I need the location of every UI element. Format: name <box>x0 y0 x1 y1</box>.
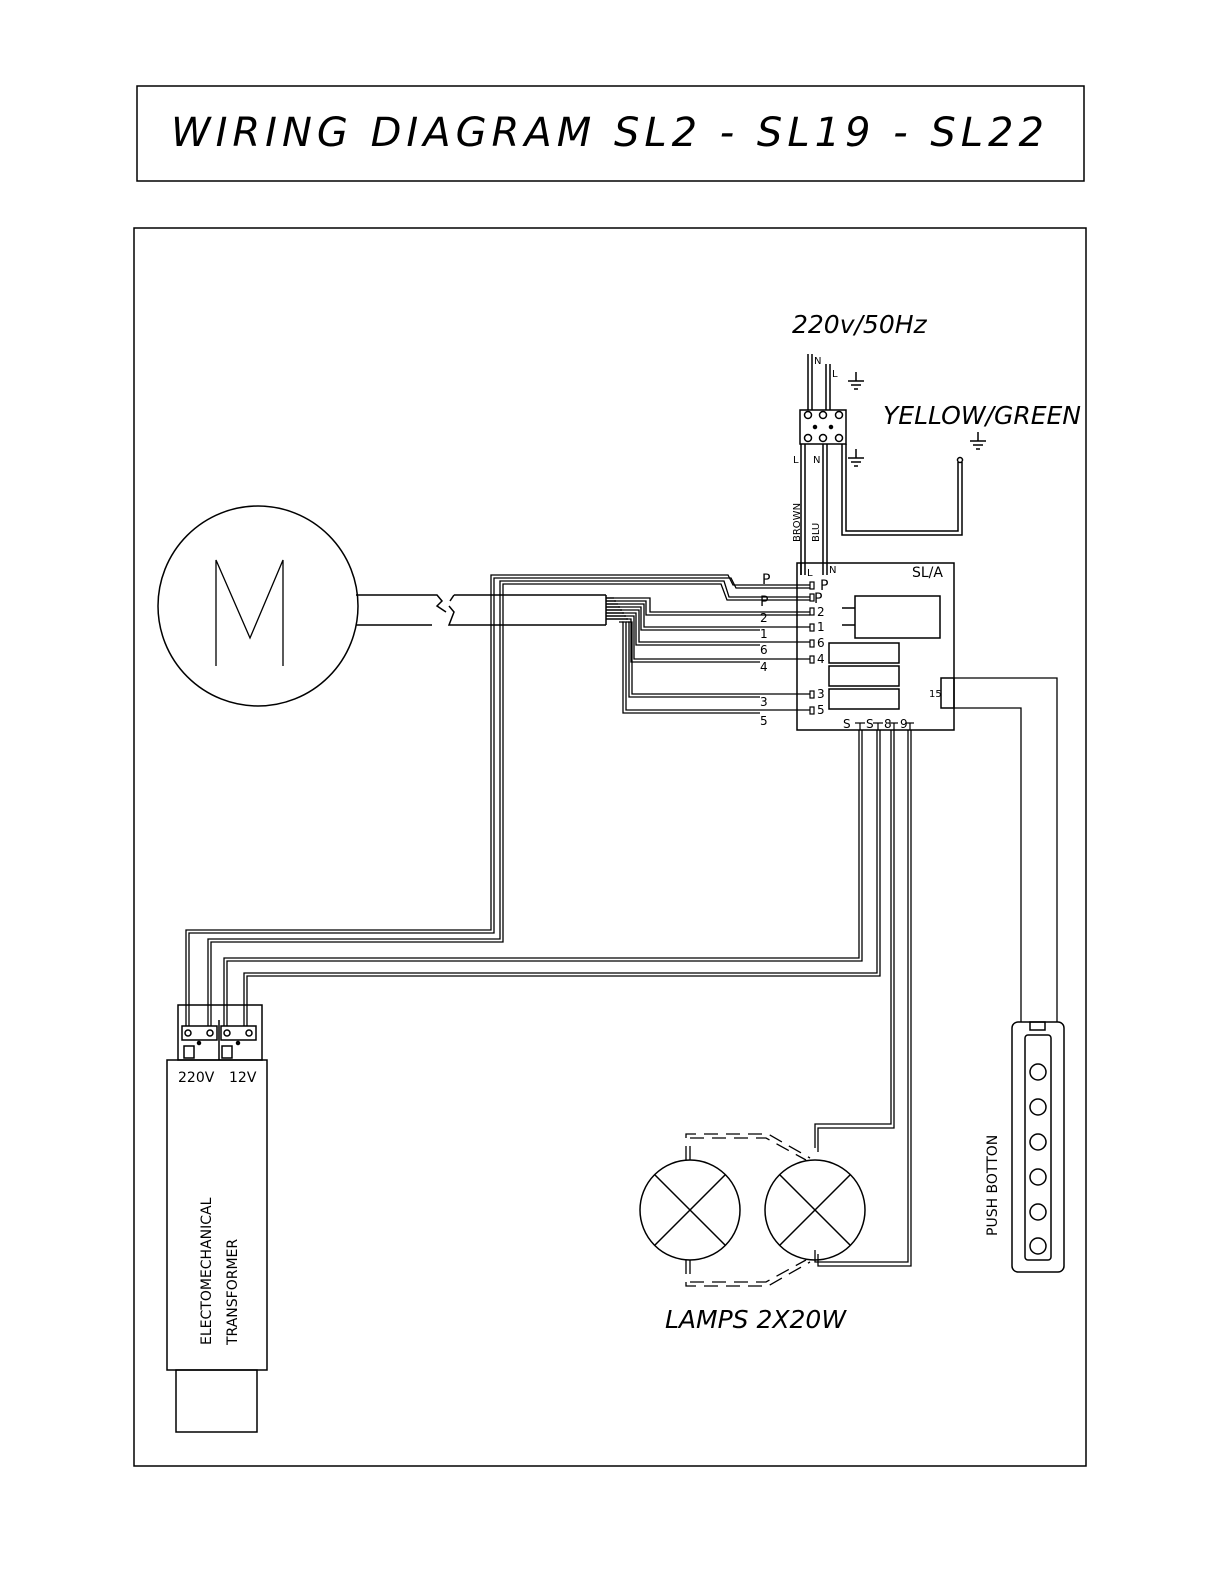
board-relay <box>855 596 940 638</box>
lamp-left <box>640 1160 740 1260</box>
board-terminal-label: 4 <box>817 652 825 666</box>
push-button-panel <box>1012 1022 1064 1272</box>
board-bottom-label: S <box>843 717 851 731</box>
board-bottom-label: S <box>866 717 874 731</box>
push-button-wires <box>954 678 1057 1022</box>
motor-symbol <box>158 506 358 706</box>
wire-label: 6 <box>760 643 768 657</box>
transformer-primary-label: 220V <box>178 1070 215 1086</box>
wire-label: 1 <box>760 627 768 641</box>
transformer-name-2: TRANSFORMER <box>225 1239 241 1346</box>
transformer-secondary-label: 12V <box>229 1070 257 1086</box>
wire-label: P <box>762 572 770 588</box>
board-terminal-label: 6 <box>817 636 825 650</box>
motor-cable <box>356 595 628 625</box>
board-relay <box>829 666 899 686</box>
board-side-label: 15 <box>929 689 942 700</box>
supply-bottom-label: N <box>813 455 820 466</box>
transformer-secondary-wires <box>224 730 880 1026</box>
supply-voltage-label: 220v/50Hz <box>792 310 928 339</box>
board-corner-label: N <box>829 565 836 576</box>
page-title: WIRING DIAGRAM SL2 - SL19 - SL22 <box>171 110 1049 156</box>
board-relay <box>829 643 899 663</box>
supply-bottom-label: L <box>793 455 799 466</box>
wire-label: P <box>760 594 768 610</box>
board-relay <box>829 689 899 709</box>
push-button-label: PUSH BOTTON <box>985 1135 1001 1236</box>
mains-supply <box>800 354 963 575</box>
board-terminal-label: 3 <box>817 687 825 701</box>
blu-wire-label: BLU <box>811 523 822 542</box>
board-corner-label: L <box>807 568 813 579</box>
wire-label: 4 <box>760 660 768 674</box>
board-terminal-label: 1 <box>817 620 825 634</box>
ground-color-label: YELLOW/GREEN <box>883 401 1081 430</box>
ground-symbol <box>848 449 864 466</box>
wire-label: 5 <box>760 714 768 728</box>
wire-label: 2 <box>760 611 768 625</box>
supply-top-label: N <box>814 356 821 367</box>
supply-top-label: L <box>832 369 838 380</box>
wire-label: 3 <box>760 695 768 709</box>
lamp-wires <box>815 730 911 1266</box>
board-terminal-label: 2 <box>817 605 825 619</box>
lamp-right <box>765 1160 865 1260</box>
motor-wires <box>614 598 810 713</box>
board-terminal-label: 5 <box>817 703 825 717</box>
board-bottom-label: 9 <box>900 717 908 731</box>
ground-symbol <box>970 432 986 449</box>
board-bottom-label: 8 <box>884 717 892 731</box>
ground-symbol <box>848 372 864 389</box>
lamps-label: LAMPS 2X20W <box>665 1305 847 1334</box>
lamp-dashed-link <box>686 1134 810 1286</box>
transformer-name-1: ELECTOMECHANICAL <box>199 1197 215 1345</box>
board-name: SL/A <box>912 565 943 581</box>
brown-wire-label: BROWN <box>792 503 803 542</box>
board-side-connector <box>941 678 954 708</box>
